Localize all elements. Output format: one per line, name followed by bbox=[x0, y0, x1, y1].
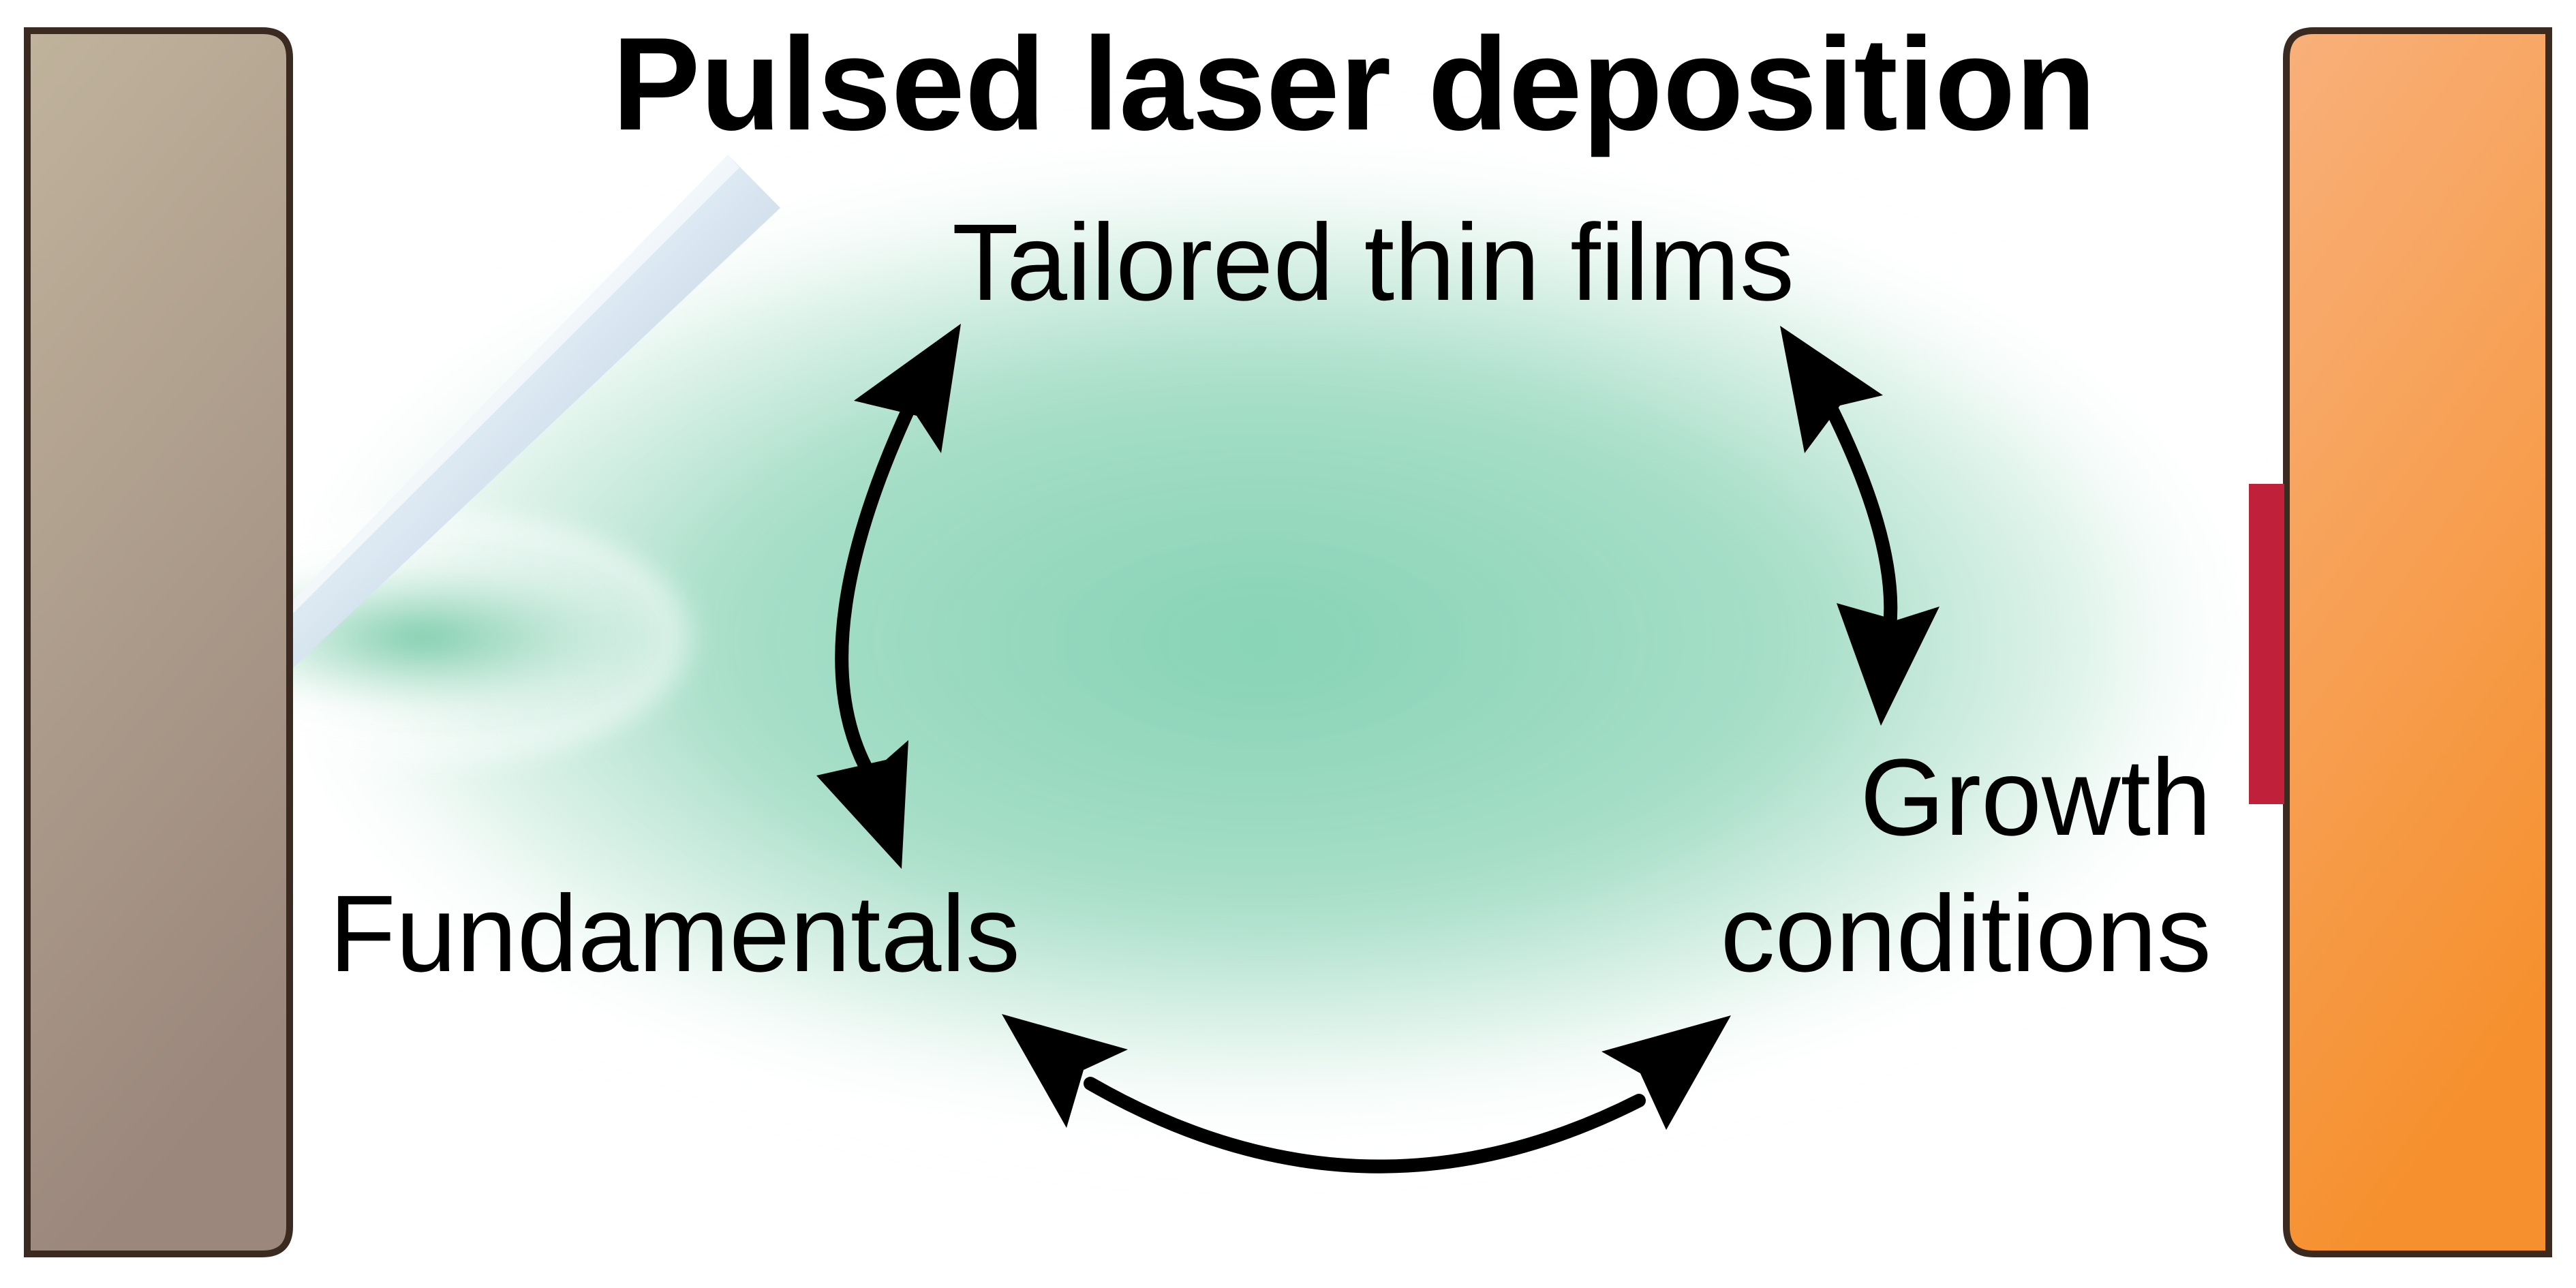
page-title: Pulsed laser deposition bbox=[612, 10, 2096, 158]
node-tailored-thin-films: Tailored thin films bbox=[952, 201, 1794, 323]
substrate-heater-block bbox=[2283, 27, 2552, 1257]
arrowhead-left-icon bbox=[1002, 1014, 1128, 1128]
arrow-left-double bbox=[816, 324, 961, 869]
node-growth-line1: Growth bbox=[1860, 736, 2211, 858]
deposited-film bbox=[2249, 484, 2284, 804]
arrowhead-down-icon bbox=[1837, 603, 1939, 726]
arrowhead-up-icon bbox=[854, 324, 961, 453]
arrowhead-down-icon bbox=[816, 740, 908, 869]
node-fundamentals: Fundamentals bbox=[329, 872, 1020, 994]
arrowhead-up-icon bbox=[1780, 326, 1883, 453]
arrow-right-double bbox=[1780, 326, 1939, 726]
laser-beam bbox=[293, 155, 780, 668]
node-growth-line2: conditions bbox=[1721, 872, 2211, 994]
arrow-bottom-double bbox=[1002, 1014, 1731, 1174]
cycle-arrows bbox=[816, 324, 1939, 1174]
arrowhead-right-icon bbox=[1601, 1015, 1731, 1130]
target-block bbox=[24, 27, 293, 1257]
